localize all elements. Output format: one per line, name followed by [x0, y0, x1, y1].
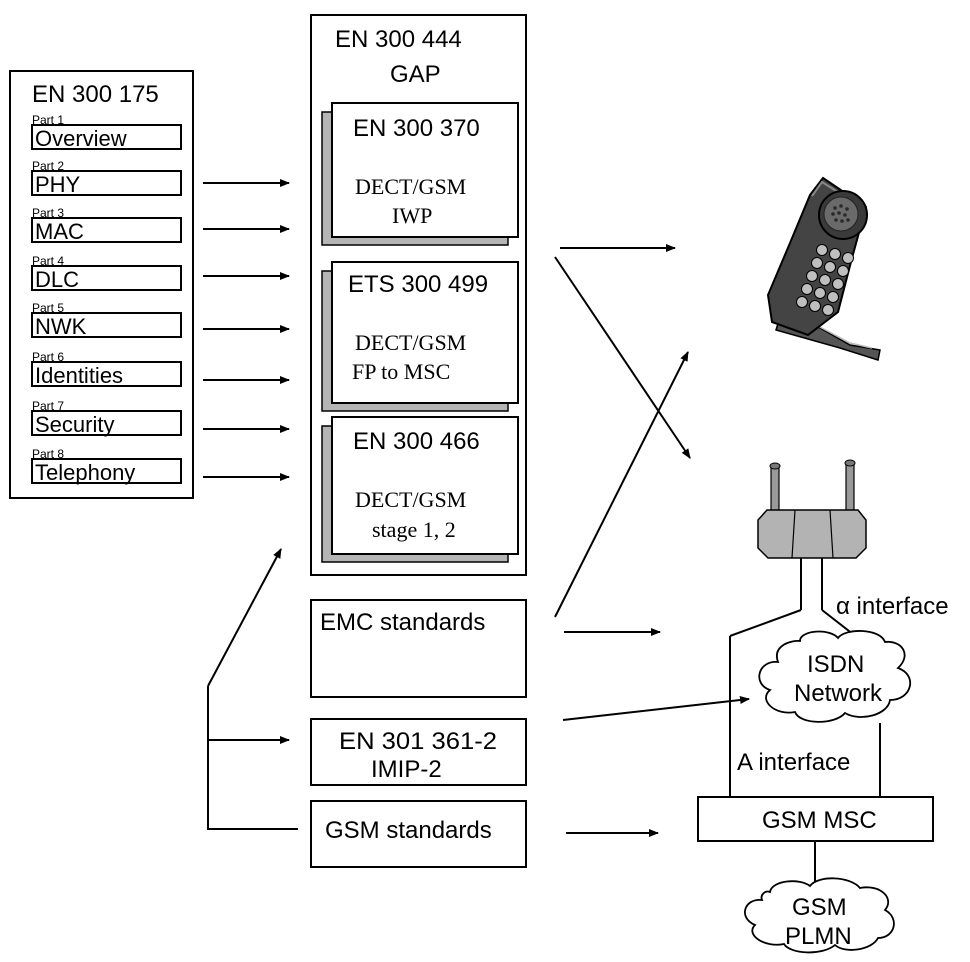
doc-ets300499-code: ETS 300 499 — [348, 271, 488, 298]
part-box-phy — [31, 170, 182, 196]
isdn-line1: ISDN — [807, 651, 864, 678]
base-station-icon — [757, 459, 867, 559]
arrow-emc-to-handset — [554, 351, 689, 618]
part-number-security: Part 7 — [32, 399, 64, 413]
doc-en300370-code: EN 300 370 — [353, 115, 480, 142]
a-interface-label: A interface — [737, 749, 850, 776]
right-arrows — [554, 244, 750, 837]
part-box-security — [31, 410, 182, 436]
part-name-dlc: DLC — [35, 267, 79, 292]
part-box-overview — [31, 124, 182, 150]
handset-key — [827, 291, 839, 303]
part-number-phy: Part 2 — [32, 159, 64, 173]
gap-subtitle: GAP — [390, 61, 441, 88]
part-name-overview: Overview — [35, 126, 127, 151]
doc-en300370-line1: DECT/GSM — [355, 174, 466, 199]
alpha-interface-label: α interface — [836, 593, 949, 620]
plmn-line2: PLMN — [785, 923, 852, 950]
imip-line1: EN 301 361-2 — [339, 728, 497, 755]
part-box-dlc — [31, 265, 182, 291]
arrow-gap-to-base — [554, 256, 691, 459]
part-number-identities: Part 6 — [32, 350, 64, 364]
gsm-std-box: GSM standards — [310, 800, 527, 868]
part-name-security: Security — [35, 412, 114, 437]
handset-key — [829, 248, 841, 260]
part-number-mac: Part 3 — [32, 206, 64, 220]
handset-key — [824, 261, 836, 273]
handset-key — [816, 244, 828, 256]
part-name-mac: MAC — [35, 219, 84, 244]
part-name-phy: PHY — [35, 172, 81, 197]
doc-en300466: EN 300 466 DECT/GSM stage 1, 2 — [321, 416, 519, 563]
doc-ets300499-line2: FP to MSC — [352, 359, 450, 384]
handset-key — [809, 300, 821, 312]
part-box-nwk — [31, 312, 182, 338]
handset-key — [801, 283, 813, 295]
doc-ets300499: ETS 300 499 DECT/GSM FP to MSC — [321, 261, 519, 412]
dect-handset-icon — [766, 176, 881, 361]
imip-box: EN 301 361-2 IMIP-2 — [310, 718, 527, 786]
part-number-telephony: Part 8 — [32, 447, 64, 461]
handset-key — [819, 274, 831, 286]
doc-en300370: EN 300 370 DECT/GSM IWP — [321, 102, 519, 246]
gap-title: EN 300 444 — [335, 26, 462, 53]
part-name-identities: Identities — [35, 363, 123, 388]
en300175-title: EN 300 175 — [32, 81, 159, 108]
doc-en300466-line2: stage 1, 2 — [372, 517, 456, 542]
isdn-line2: Network — [794, 680, 883, 707]
part-box-mac — [31, 217, 182, 243]
doc-en300466-code: EN 300 466 — [353, 428, 480, 455]
bracket-connectors — [207, 548, 298, 830]
plmn-cloud-icon — [744, 877, 895, 954]
handset-key — [842, 252, 854, 264]
handset-key — [811, 257, 823, 269]
part-box-telephony — [31, 458, 182, 484]
arrow-to-gap — [207, 548, 282, 687]
part-number-nwk: Part 5 — [32, 301, 64, 315]
handset-key — [814, 287, 826, 299]
part-name-telephony: Telephony — [35, 460, 135, 485]
doc-en300466-line1: DECT/GSM — [355, 487, 466, 512]
handset-key — [806, 270, 818, 282]
gsm-msc-box: GSM MSC — [697, 796, 934, 842]
handset-key — [796, 296, 808, 308]
part-arrows — [203, 179, 290, 481]
imip-line2: IMIP-2 — [371, 756, 442, 783]
part-number-overview: Part 1 — [32, 113, 64, 127]
part-box-identities — [31, 361, 182, 387]
arrow-imip-to-isdn — [562, 696, 750, 721]
handset-key — [832, 278, 844, 290]
gsm-msc-label: GSM MSC — [762, 807, 877, 834]
isdn-cloud-icon — [758, 630, 912, 723]
part-name-nwk: NWK — [35, 314, 87, 339]
gsm-std-label: GSM standards — [325, 817, 492, 844]
plmn-line1: GSM — [792, 894, 847, 921]
doc-ets300499-line1: DECT/GSM — [355, 330, 466, 355]
doc-en300370-line2: IWP — [392, 203, 432, 228]
emc-label: EMC standards — [320, 609, 485, 636]
part-number-dlc: Part 4 — [32, 254, 64, 268]
handset-key — [822, 304, 834, 316]
handset-key — [837, 265, 849, 277]
emc-box: EMC standards — [310, 599, 527, 698]
